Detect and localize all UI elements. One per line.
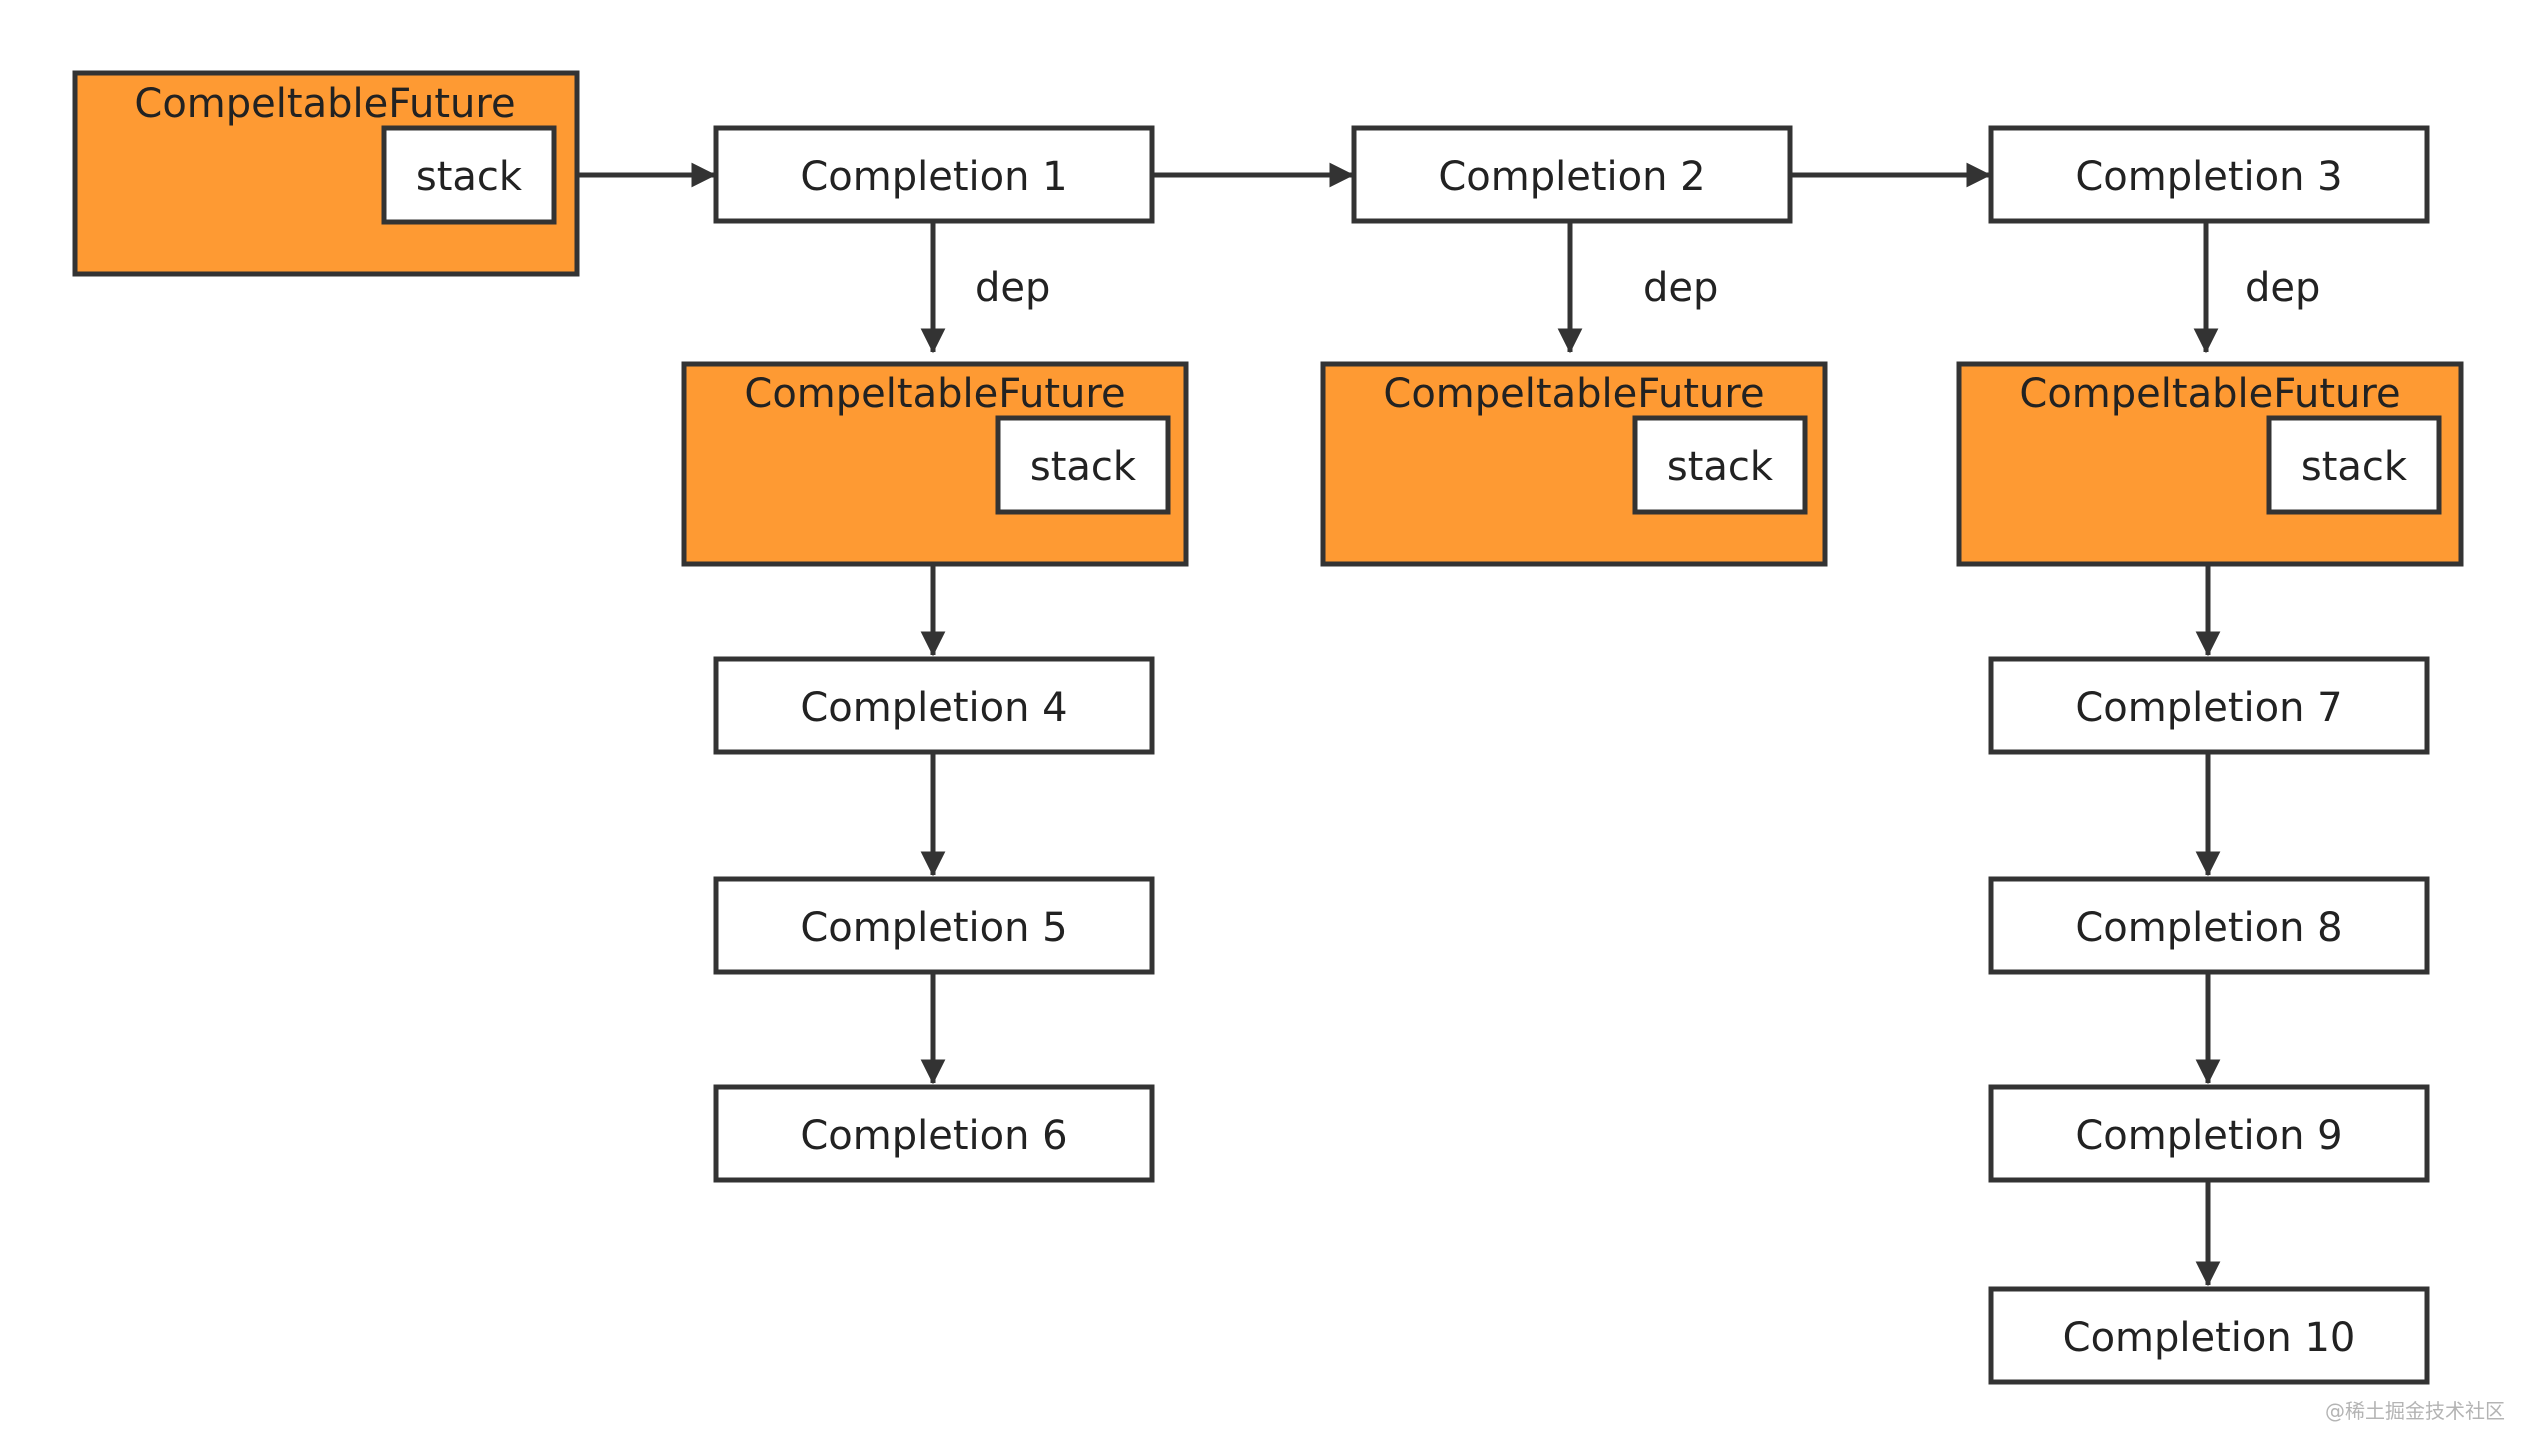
node-completion-4: Completion 4 xyxy=(713,656,1155,755)
future-root-stack-label: stack xyxy=(416,154,523,200)
future-c3-stack-box xyxy=(2266,415,2442,515)
future-c1-stack-label: stack xyxy=(1030,444,1137,490)
node-future-c2: CompeltableFuture stack xyxy=(1320,361,1828,567)
edge-label-dep-3: dep xyxy=(2245,265,2320,311)
watermark: @稀土掘金技术社区 xyxy=(2325,1399,2505,1423)
edge-labels: dep dep dep xyxy=(975,265,2320,311)
completion-9-label: Completion 9 xyxy=(2075,1113,2342,1159)
completion-5-label: Completion 5 xyxy=(800,905,1067,951)
edge-label-dep-2: dep xyxy=(1643,265,1718,311)
completion-7-label: Completion 7 xyxy=(2075,685,2342,731)
completion-8-label: Completion 8 xyxy=(2075,905,2342,951)
node-completion-6: Completion 6 xyxy=(713,1084,1155,1183)
node-future-c3: CompeltableFuture stack xyxy=(1956,361,2464,567)
node-completion-10: Completion 10 xyxy=(1988,1286,2430,1385)
future-c2-stack-label: stack xyxy=(1667,444,1774,490)
node-completion-2: Completion 2 xyxy=(1351,125,1793,224)
completion-8-box xyxy=(1988,876,2430,975)
completion-1-label: Completion 1 xyxy=(800,154,1067,200)
completion-10-label: Completion 10 xyxy=(2063,1315,2356,1361)
completion-7-box xyxy=(1988,656,2430,755)
node-future-root: CompeltableFuture stack xyxy=(72,70,580,277)
completion-6-label: Completion 6 xyxy=(800,1113,1067,1159)
node-completion-9: Completion 9 xyxy=(1988,1084,2430,1183)
future-c3-stack-label: stack xyxy=(2301,444,2408,490)
future-c1-stack-box xyxy=(995,415,1171,515)
node-completion-1: Completion 1 xyxy=(713,125,1155,224)
completion-3-box xyxy=(1988,125,2430,224)
node-future-c1: CompeltableFuture stack xyxy=(681,361,1189,567)
completion-6-box xyxy=(713,1084,1155,1183)
node-completion-5: Completion 5 xyxy=(713,876,1155,975)
completion-3-label: Completion 3 xyxy=(2075,154,2342,200)
future-c2-stack-box xyxy=(1632,415,1808,515)
future-c2-title: CompeltableFuture xyxy=(1383,371,1764,417)
completion-2-label: Completion 2 xyxy=(1438,154,1705,200)
future-c1-title: CompeltableFuture xyxy=(744,371,1125,417)
completion-10-box xyxy=(1988,1286,2430,1385)
edges xyxy=(554,162,2269,1287)
future-root-stack-box xyxy=(381,125,557,225)
completion-4-label: Completion 4 xyxy=(800,685,1067,731)
completion-4-box xyxy=(713,656,1155,755)
edge-label-dep-1: dep xyxy=(975,265,1050,311)
completion-2-box xyxy=(1351,125,1793,224)
completion-1-box xyxy=(713,125,1155,224)
node-completion-8: Completion 8 xyxy=(1988,876,2430,975)
completion-5-box xyxy=(713,876,1155,975)
completion-9-box xyxy=(1988,1084,2430,1183)
future-root-title: CompeltableFuture xyxy=(134,81,515,127)
node-completion-3: Completion 3 xyxy=(1988,125,2430,224)
future-c3-title: CompeltableFuture xyxy=(2019,371,2400,417)
node-completion-7: Completion 7 xyxy=(1988,656,2430,755)
